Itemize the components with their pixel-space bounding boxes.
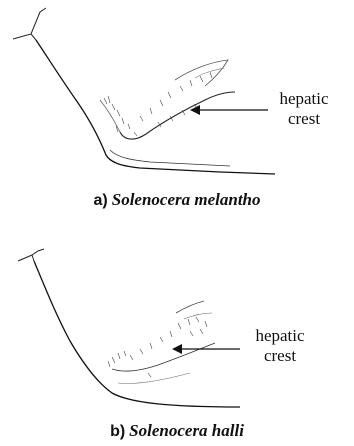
panel-a: hepatic crest a) Solenocera melantho — [0, 0, 354, 223]
rostrum-outline-a — [13, 8, 46, 39]
carapace-outline-a — [36, 40, 275, 174]
caption-a: a) Solenocera melantho — [0, 190, 354, 210]
annotation-line2-b: crest — [264, 346, 296, 365]
arrowhead-b — [172, 344, 182, 354]
crest-outline-a — [120, 92, 235, 139]
annotation-line1-b: hepatic — [255, 326, 305, 345]
carapace-outline-b — [34, 261, 240, 407]
panel-letter-a: a) — [94, 192, 108, 209]
carapace-drawing-a: hepatic crest — [0, 0, 354, 190]
species-name-a: Solenocera melantho — [112, 190, 261, 209]
crest-outline-b — [112, 343, 215, 371]
stippling-b — [108, 317, 207, 377]
panel-letter-b: b) — [110, 423, 125, 440]
annotation-line2-a: crest — [288, 109, 320, 128]
rostrum-outline-b — [18, 249, 44, 261]
species-name-b: Solenocera halli — [129, 421, 244, 440]
panel-b: hepatic crest b) Solenocera halli — [0, 223, 354, 446]
caption-b: b) Solenocera halli — [0, 421, 354, 441]
carapace-drawing-b: hepatic crest — [0, 223, 354, 419]
annotation-line1-a: hepatic — [279, 89, 329, 108]
